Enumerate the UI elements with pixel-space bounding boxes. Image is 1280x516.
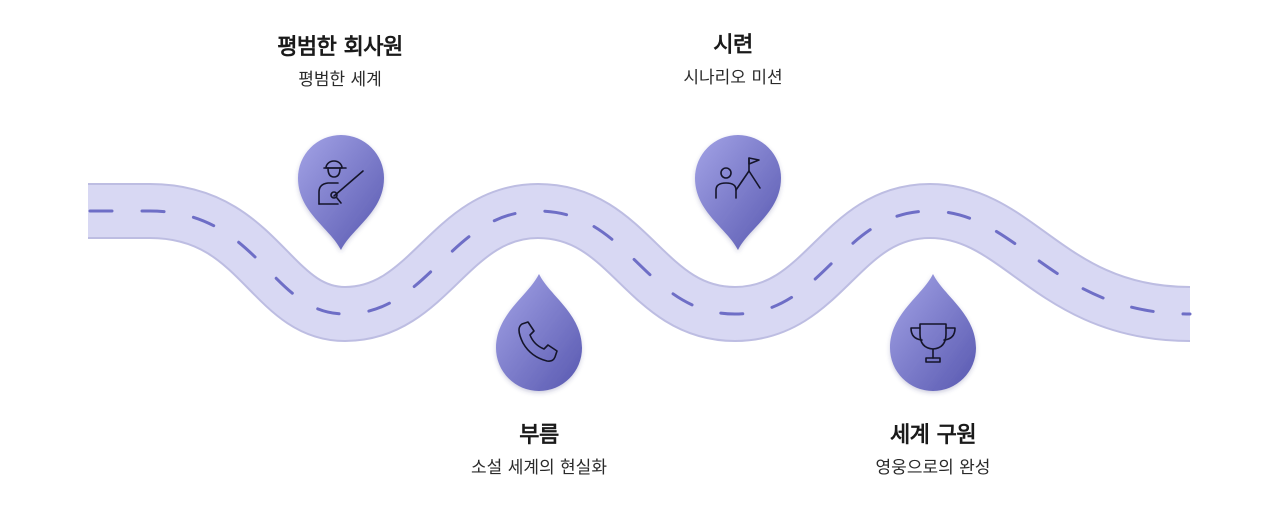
milestone-pin-3 [496, 274, 582, 391]
milestone-title: 부름 [519, 423, 559, 448]
milestone-label-3: 부름 소설 세계의 현실화 [409, 421, 669, 481]
milestone-subtitle: 영웅으로의 완성 [875, 458, 991, 478]
milestone-pin-4 [890, 274, 976, 391]
milestone-subtitle: 소설 세계의 현실화 [471, 458, 607, 478]
milestone-title: 평범한 회사원 [277, 35, 403, 60]
phone-icon [518, 321, 558, 362]
milestone-subtitle: 시나리오 미션 [683, 68, 783, 88]
milestone-label-1: 평범한 회사원 평범한 세계 [210, 33, 470, 93]
milestone-title: 세계 구원 [889, 423, 977, 448]
road-center-dashes [86, 209, 1192, 316]
milestone-label-4: 세계 구원 영웅으로의 완성 [803, 421, 1063, 481]
milestone-pin-1 [298, 135, 384, 250]
worker-with-rifle-icon [318, 160, 364, 205]
milestone-subtitle: 평범한 세계 [298, 70, 382, 90]
milestone-title: 시련 [713, 33, 753, 58]
milestone-label-2: 시련 시나리오 미션 [603, 31, 863, 91]
trophy-icon [910, 323, 956, 363]
person-with-flag-icon [715, 157, 761, 199]
milestone-pin-2 [695, 135, 781, 250]
